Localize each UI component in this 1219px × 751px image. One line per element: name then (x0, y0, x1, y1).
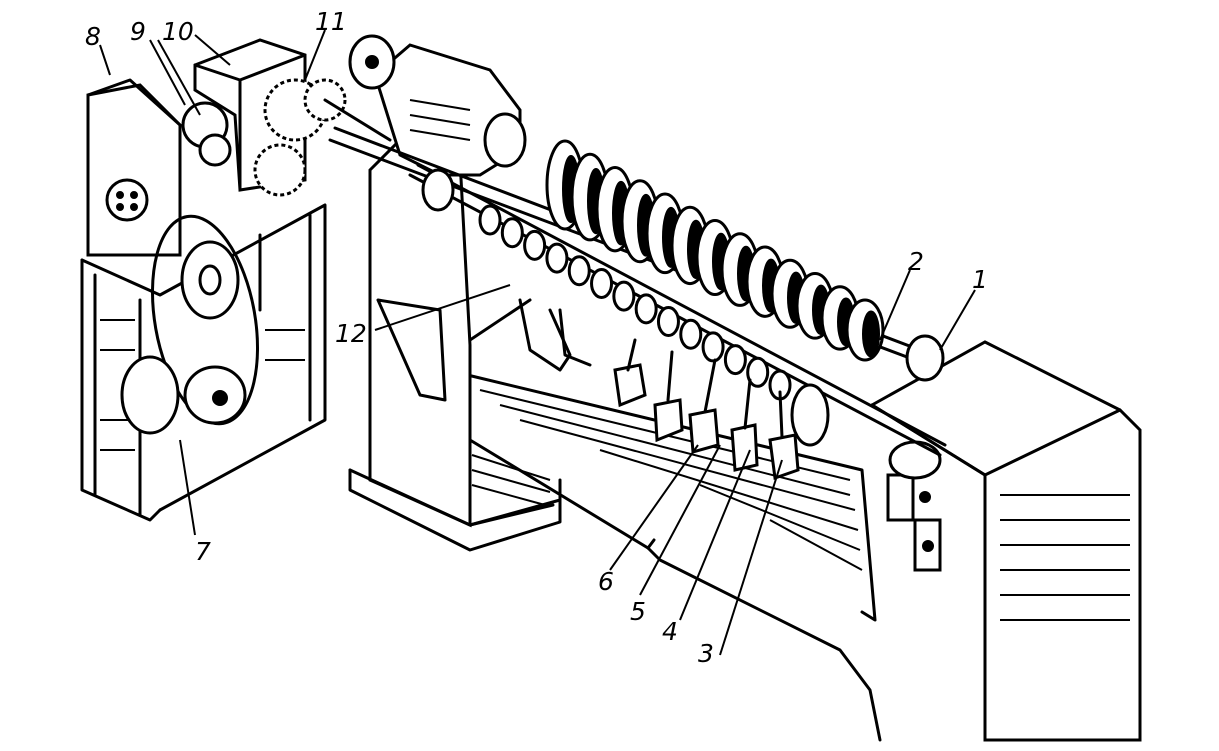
lever-arms (518, 298, 800, 481)
flange-icon (421, 168, 455, 212)
callout-1: 1 (972, 265, 988, 294)
lever-collar (746, 356, 770, 388)
end-bracket (886, 473, 915, 522)
leader-lines (99, 29, 976, 656)
callout-2: 2 (908, 247, 924, 276)
lever-collar (612, 280, 636, 312)
lever-collar (567, 255, 591, 287)
frame-hatching (100, 319, 305, 451)
central-support (348, 43, 562, 552)
lever-collar (723, 344, 747, 376)
lever-collar (500, 217, 524, 249)
callout-7: 7 (195, 537, 211, 566)
callout-12: 12 (335, 319, 367, 348)
bolt-icon (922, 540, 934, 552)
housing-shading (1000, 494, 1130, 621)
machine-bed (453, 298, 882, 742)
callout-3: 3 (698, 639, 714, 668)
lever-collar (545, 242, 569, 274)
callout-5: 5 (630, 597, 646, 626)
callout-4: 4 (662, 617, 678, 646)
callout-10: 10 (162, 17, 194, 46)
cam-disk-stack (545, 139, 885, 362)
lever-collar (656, 306, 680, 338)
gear-icon (253, 143, 307, 197)
cam-shaft-upper (328, 34, 945, 382)
callout-9: 9 (130, 17, 146, 46)
drive-frame (80, 38, 392, 522)
upright-hatching (471, 454, 551, 506)
lever-collar (590, 267, 614, 299)
lever-collar (523, 229, 547, 261)
callout-11: 11 (315, 7, 347, 36)
motor-icon (120, 355, 180, 435)
shaft-end-boss (888, 440, 942, 480)
lower-disk (790, 383, 830, 447)
upright-bracket (376, 298, 447, 402)
lever-collar (634, 293, 658, 325)
lever-collar (679, 318, 703, 350)
shaft-end-collar (905, 334, 945, 382)
callouts: 1 2 3 4 5 6 7 8 9 10 11 12 (85, 7, 988, 668)
bolt-icon (919, 491, 931, 503)
callout-8: 8 (85, 22, 101, 51)
lever-collar-stack (478, 204, 792, 401)
right-housing (869, 340, 1142, 742)
lever-shaft-lower (408, 163, 947, 481)
cam-disk-shadow (862, 310, 880, 358)
bearing-hatching (409, 99, 471, 141)
motor-face-icon (105, 178, 149, 222)
bearing-collar (483, 112, 527, 168)
callout-6: 6 (598, 567, 614, 596)
lever-collar (701, 331, 725, 363)
gear-icon (198, 133, 232, 167)
lever-collar (478, 204, 502, 236)
